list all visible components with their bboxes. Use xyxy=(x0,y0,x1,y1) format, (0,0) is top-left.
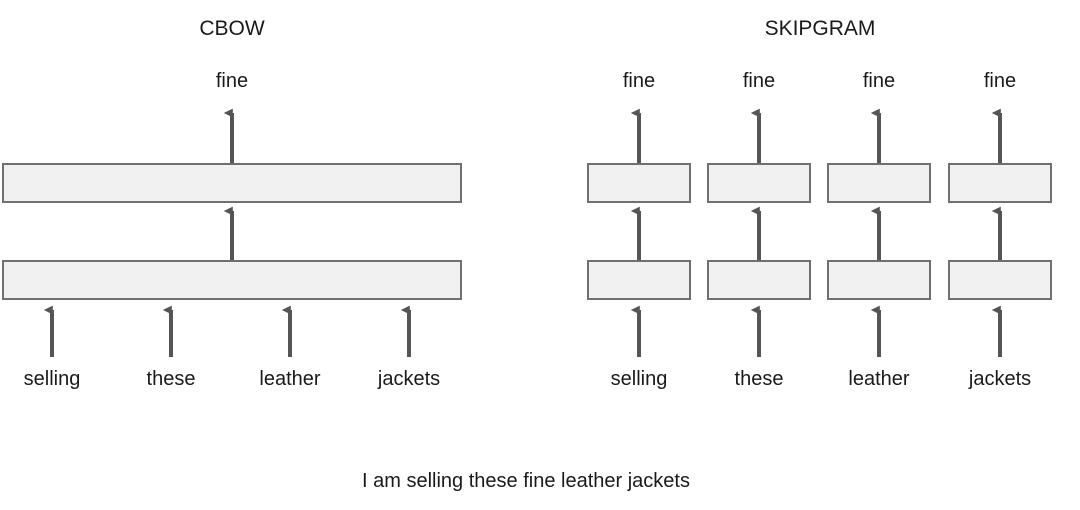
skipgram-hidden-layer-box-4 xyxy=(948,260,1052,300)
skipgram-output-layer-box-3 xyxy=(827,163,931,203)
cbow-input-label-jackets: jackets xyxy=(377,368,441,390)
skipgram-output-layer-box-1 xyxy=(587,163,691,203)
skipgram-hidden-layer-box-1 xyxy=(587,260,691,300)
cbow-input-label-leather: leather xyxy=(259,368,321,390)
cbow-input-label-selling: selling xyxy=(23,368,81,390)
cbow-title: CBOW xyxy=(199,17,265,40)
skipgram-output-layer-box-2 xyxy=(707,163,811,203)
skipgram-output-label-1: fine xyxy=(622,70,656,92)
skipgram-title: SKIPGRAM xyxy=(764,17,876,40)
skipgram-input-label-selling: selling xyxy=(610,368,668,390)
cbow-hidden-layer-box xyxy=(2,260,462,300)
skipgram-hidden-layer-box-3 xyxy=(827,260,931,300)
cbow-output-label: fine xyxy=(215,70,249,92)
cbow-output-layer-box xyxy=(2,163,462,203)
cbow-input-label-these: these xyxy=(146,368,196,390)
skipgram-output-label-3: fine xyxy=(862,70,896,92)
skipgram-output-label-2: fine xyxy=(742,70,776,92)
skipgram-output-layer-box-4 xyxy=(948,163,1052,203)
skipgram-input-label-leather: leather xyxy=(848,368,910,390)
figure-caption: I am selling these fine leather jackets xyxy=(362,470,690,492)
skipgram-input-label-these: these xyxy=(734,368,784,390)
skipgram-output-label-4: fine xyxy=(983,70,1017,92)
skipgram-input-label-jackets: jackets xyxy=(968,368,1032,390)
skipgram-hidden-layer-box-2 xyxy=(707,260,811,300)
